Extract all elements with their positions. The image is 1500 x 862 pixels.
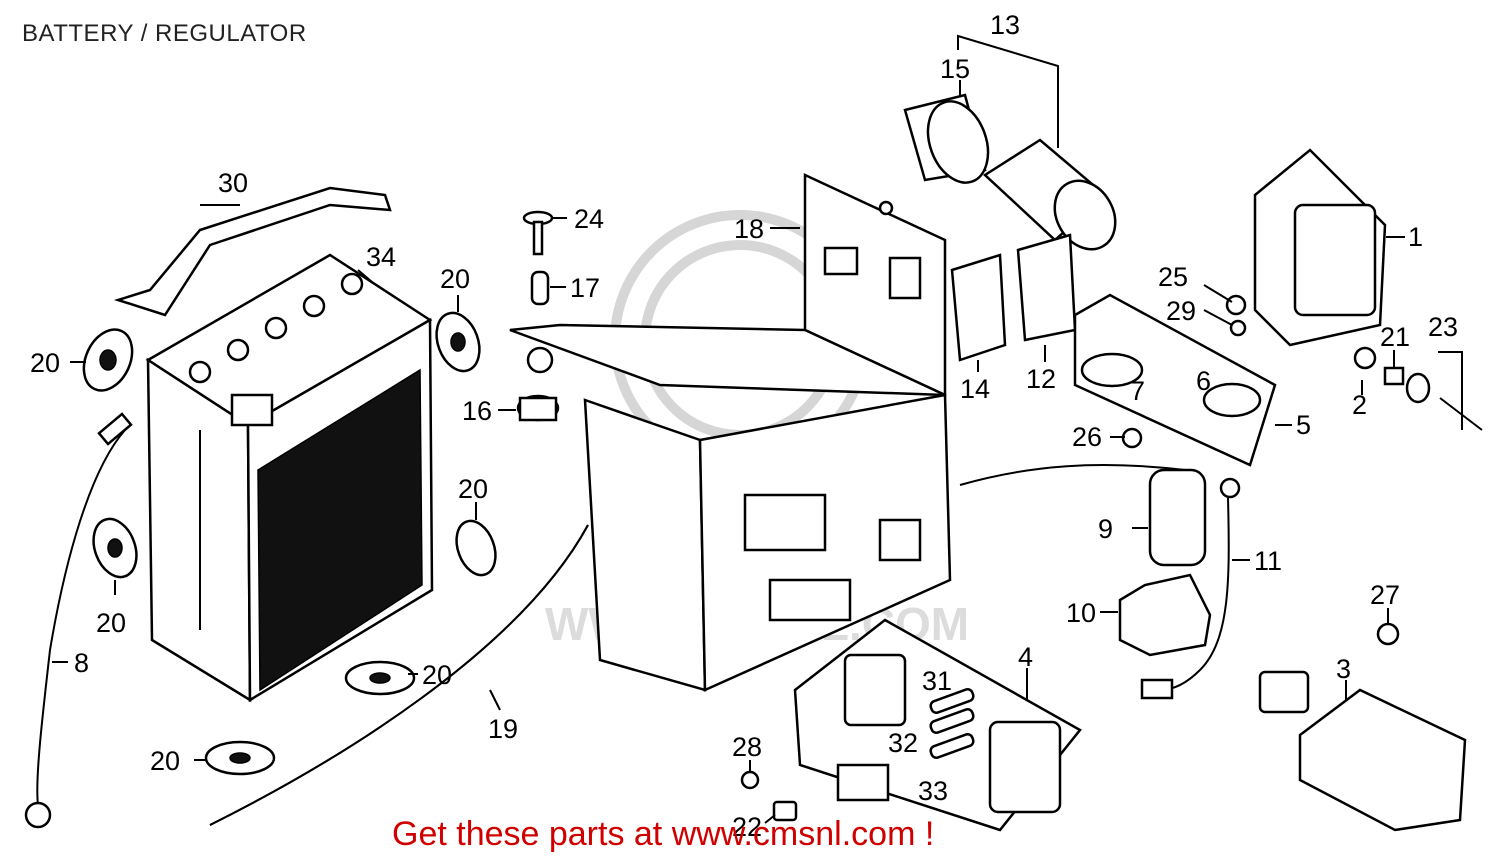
capacitor-cap-15[interactable]: [903, 93, 999, 191]
callout-19: 19: [488, 714, 518, 744]
callout-7: 7: [1130, 376, 1145, 406]
rectifier-3[interactable]: [1258, 670, 1467, 832]
callout-9: 9: [1098, 514, 1113, 544]
callout-26: 26: [1072, 422, 1102, 452]
callout-13: 13: [990, 10, 1020, 40]
battery-strap[interactable]: [113, 186, 392, 317]
callout-20-c: 20: [458, 474, 488, 504]
collar-17[interactable]: [530, 270, 550, 306]
holder-12[interactable]: [1016, 233, 1077, 342]
callout-32: 32: [888, 728, 918, 758]
callout-25: 25: [1158, 262, 1188, 292]
battery-box[interactable]: [509, 173, 952, 692]
callout-20-d: 20: [96, 608, 126, 638]
battery-cable-negative[interactable]: [24, 412, 133, 829]
callout-5: 5: [1296, 410, 1311, 440]
small-fasteners[interactable]: [740, 294, 1483, 822]
callout-31: 31: [922, 666, 952, 696]
callout-4: 4: [1018, 642, 1033, 672]
cmsnl-parts-link[interactable]: Get these parts at www.cmsnl.com !: [392, 815, 935, 853]
callout-23: 23: [1428, 312, 1458, 342]
starter-relay-cable[interactable]: [959, 464, 1241, 700]
fuse-box-14[interactable]: [950, 253, 1007, 362]
callout-20-b: 20: [30, 348, 60, 378]
callout-15: 15: [940, 54, 970, 84]
callout-28: 28: [732, 732, 762, 762]
fuse-block-4[interactable]: [793, 618, 1082, 832]
callout-18: 18: [734, 214, 764, 244]
callout-11: 11: [1254, 546, 1282, 576]
grommet-16[interactable]: [516, 394, 560, 422]
callout-24: 24: [574, 204, 604, 234]
callout-8: 8: [74, 648, 89, 678]
callout-20-f: 20: [150, 746, 180, 776]
callout-14: 14: [960, 374, 990, 404]
callout-1: 1: [1408, 222, 1423, 252]
battery[interactable]: [145, 253, 434, 703]
callout-29: 29: [1166, 296, 1196, 326]
callout-27: 27: [1370, 580, 1400, 610]
voltage-regulator-1[interactable]: [1253, 148, 1387, 347]
battery-cable-positive[interactable]: [209, 524, 589, 826]
leader-lines: [52, 34, 1463, 824]
callout-3: 3: [1336, 654, 1351, 684]
callout-2: 2: [1352, 390, 1367, 420]
cushions[interactable]: [75, 307, 503, 776]
callout-6: 6: [1196, 366, 1211, 396]
callout-12: 12: [1026, 364, 1056, 394]
callout-labels: 1 2 3 4 5 6 7 8 9 10 11 12 13 14 15 16 1…: [30, 10, 1458, 842]
callout-30: 30: [218, 168, 248, 198]
callout-33: 33: [918, 776, 948, 806]
callout-20-e: 20: [422, 660, 452, 690]
page-title: BATTERY / REGULATOR: [22, 20, 307, 47]
bracket-5[interactable]: [1073, 293, 1277, 467]
callout-10: 10: [1066, 598, 1096, 628]
fuses[interactable]: [929, 687, 975, 760]
callout-20-a: 20: [440, 264, 470, 294]
bolt-24[interactable]: [522, 210, 554, 256]
capacitor-13[interactable]: [982, 138, 1127, 260]
callout-34: 34: [366, 242, 396, 272]
callout-16: 16: [462, 396, 492, 426]
callout-22: 22: [732, 812, 762, 842]
callout-21: 21: [1380, 322, 1410, 352]
callout-17: 17: [570, 273, 600, 303]
